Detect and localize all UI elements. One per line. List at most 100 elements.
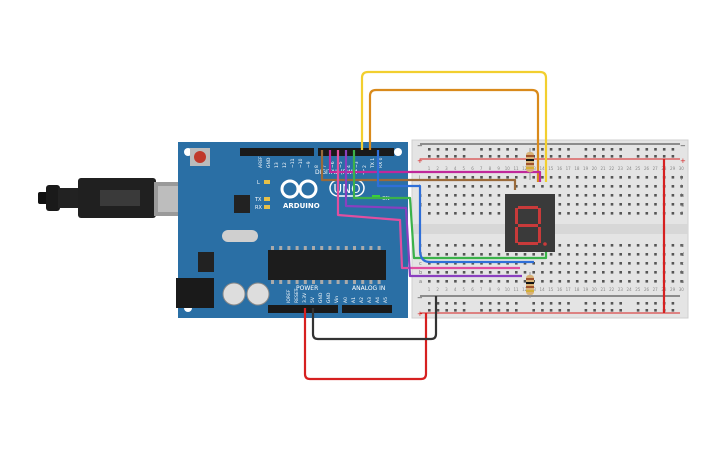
- breadboard-hole[interactable]: [515, 262, 518, 265]
- rail-hole[interactable]: [445, 309, 448, 312]
- breadboard-hole[interactable]: [549, 176, 553, 179]
- breadboard-hole[interactable]: [654, 185, 657, 188]
- rail-hole[interactable]: [602, 155, 605, 158]
- rail-hole[interactable]: [645, 309, 649, 312]
- breadboard-hole[interactable]: [462, 280, 466, 283]
- rail-hole[interactable]: [462, 309, 466, 312]
- rail-hole[interactable]: [428, 148, 431, 151]
- breadboard-hole[interactable]: [654, 212, 657, 215]
- rail-hole[interactable]: [567, 155, 570, 158]
- breadboard-hole[interactable]: [680, 185, 683, 188]
- breadboard-hole[interactable]: [497, 262, 501, 265]
- breadboard-hole[interactable]: [610, 253, 614, 256]
- rail-hole[interactable]: [567, 302, 570, 305]
- resistor-bottom[interactable]: [526, 272, 534, 298]
- breadboard-hole[interactable]: [654, 194, 657, 197]
- breadboard-hole[interactable]: [462, 194, 466, 197]
- wire-yellow[interactable]: [360, 70, 548, 182]
- breadboard-hole[interactable]: [462, 253, 466, 256]
- breadboard-hole[interactable]: [654, 280, 657, 283]
- breadboard-hole[interactable]: [480, 271, 483, 274]
- rail-hole[interactable]: [558, 148, 562, 151]
- breadboard-hole[interactable]: [567, 194, 570, 197]
- rail-hole[interactable]: [462, 155, 466, 158]
- wire-brown[interactable]: [320, 150, 517, 190]
- breadboard-hole[interactable]: [471, 176, 475, 179]
- breadboard-hole[interactable]: [445, 244, 448, 247]
- breadboard-hole[interactable]: [575, 271, 579, 274]
- breadboard-hole[interactable]: [619, 203, 622, 206]
- rail-hole[interactable]: [602, 302, 605, 305]
- breadboard-hole[interactable]: [671, 212, 675, 215]
- breadboard-hole[interactable]: [645, 212, 649, 215]
- breadboard-hole[interactable]: [523, 176, 527, 179]
- breadboard-hole[interactable]: [636, 253, 640, 256]
- breadboard-hole[interactable]: [628, 253, 631, 256]
- breadboard-hole[interactable]: [428, 244, 431, 247]
- breadboard-hole[interactable]: [628, 244, 631, 247]
- wire-black[interactable]: [311, 296, 438, 341]
- breadboard-hole[interactable]: [680, 280, 683, 283]
- rail-hole[interactable]: [436, 148, 440, 151]
- breadboard-hole[interactable]: [567, 244, 570, 247]
- breadboard-hole[interactable]: [506, 262, 509, 265]
- rail-hole[interactable]: [515, 309, 518, 312]
- breadboard-hole[interactable]: [610, 280, 614, 283]
- breadboard-hole[interactable]: [471, 203, 475, 206]
- breadboard-hole[interactable]: [445, 271, 448, 274]
- breadboard-hole[interactable]: [488, 271, 492, 274]
- breadboard-hole[interactable]: [428, 271, 431, 274]
- wire-magenta[interactable]: [328, 150, 542, 182]
- rail-hole[interactable]: [662, 155, 666, 158]
- breadboard-hole[interactable]: [436, 212, 440, 215]
- breadboard-hole[interactable]: [584, 253, 588, 256]
- breadboard-hole[interactable]: [480, 262, 483, 265]
- breadboard-hole[interactable]: [462, 176, 466, 179]
- breadboard-hole[interactable]: [471, 280, 475, 283]
- breadboard-hole[interactable]: [671, 253, 675, 256]
- breadboard-hole[interactable]: [532, 262, 535, 265]
- breadboard-hole[interactable]: [428, 203, 431, 206]
- rail-hole[interactable]: [454, 309, 457, 312]
- breadboard-hole[interactable]: [584, 271, 588, 274]
- resistor-top[interactable]: [526, 148, 534, 180]
- breadboard-hole[interactable]: [610, 194, 614, 197]
- breadboard-hole[interactable]: [454, 253, 457, 256]
- breadboard-hole[interactable]: [462, 212, 466, 215]
- breadboard-hole[interactable]: [523, 253, 527, 256]
- rail-hole[interactable]: [567, 148, 570, 151]
- breadboard-hole[interactable]: [636, 194, 640, 197]
- breadboard-hole[interactable]: [645, 176, 649, 179]
- breadboard-hole[interactable]: [541, 176, 544, 179]
- breadboard-hole[interactable]: [567, 203, 570, 206]
- breadboard-hole[interactable]: [497, 203, 501, 206]
- power-jack[interactable]: [176, 278, 214, 308]
- rail-hole[interactable]: [593, 155, 596, 158]
- breadboard-hole[interactable]: [654, 176, 657, 179]
- breadboard-hole[interactable]: [558, 280, 562, 283]
- breadboard-hole[interactable]: [480, 194, 483, 197]
- rail-hole[interactable]: [488, 309, 492, 312]
- breadboard-hole[interactable]: [602, 212, 605, 215]
- breadboard-hole[interactable]: [445, 185, 448, 188]
- breadboard-hole[interactable]: [462, 203, 466, 206]
- breadboard-hole[interactable]: [497, 244, 501, 247]
- breadboard-hole[interactable]: [428, 262, 431, 265]
- breadboard-hole[interactable]: [593, 176, 596, 179]
- breadboard-hole[interactable]: [645, 244, 649, 247]
- breadboard-hole[interactable]: [436, 262, 440, 265]
- seven-segment-display[interactable]: 8.: [505, 194, 555, 252]
- reset-button[interactable]: [190, 148, 210, 166]
- breadboard-hole[interactable]: [602, 280, 605, 283]
- breadboard-hole[interactable]: [558, 253, 562, 256]
- breadboard-hole[interactable]: [523, 185, 527, 188]
- rail-hole[interactable]: [480, 302, 483, 305]
- breadboard-hole[interactable]: [506, 176, 509, 179]
- breadboard-hole[interactable]: [532, 185, 535, 188]
- breadboard-hole[interactable]: [436, 253, 440, 256]
- breadboard-hole[interactable]: [567, 176, 570, 179]
- breadboard-hole[interactable]: [445, 262, 448, 265]
- breadboard-hole[interactable]: [584, 194, 588, 197]
- rail-hole[interactable]: [428, 309, 431, 312]
- rail-hole[interactable]: [645, 148, 649, 151]
